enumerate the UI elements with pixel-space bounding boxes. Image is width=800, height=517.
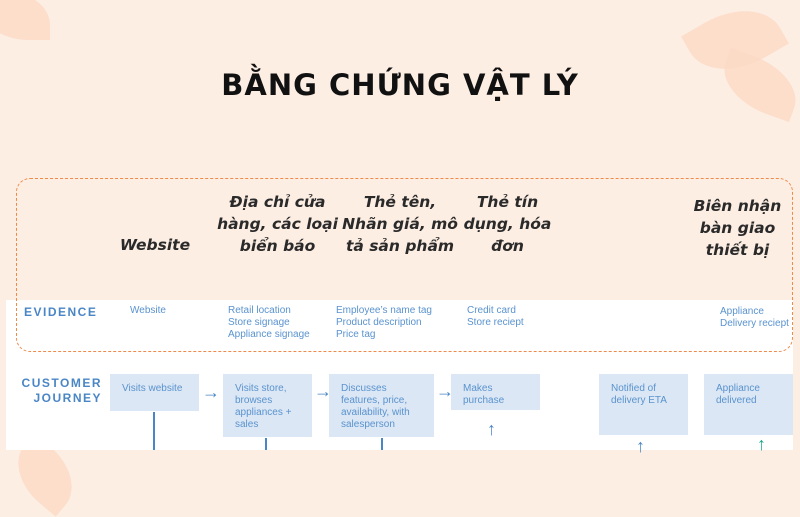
arrow-right-icon: → xyxy=(202,382,220,402)
evidence-text: Store reciept xyxy=(467,317,524,328)
row-label-customer: CUSTOMER xyxy=(21,376,102,390)
evidence-text: Appliance signage xyxy=(228,329,310,340)
evidence-text: Price tag xyxy=(336,329,376,340)
evidence-item: Website xyxy=(130,305,166,317)
page-title: BẰNG CHỨNG VẬT LÝ xyxy=(221,68,579,102)
connector-line xyxy=(265,438,267,450)
connector-line xyxy=(153,412,155,450)
evidence-text: Website xyxy=(130,305,166,316)
evidence-text: Delivery reciept xyxy=(720,318,789,329)
evidence-text: Store signage xyxy=(228,317,290,328)
arrow-up-icon: ↑ xyxy=(636,436,645,456)
arrow-right-icon: → xyxy=(314,381,332,401)
annotation-tags: Thẻ tên, Nhãn giá, mô tả sản phẩm xyxy=(342,193,458,255)
journey-step: Discusses features, price, availability,… xyxy=(329,374,434,437)
evidence-text: Employee’s name tag xyxy=(336,305,432,316)
evidence-text: Product description xyxy=(336,317,422,328)
journey-step: Appliance delivered xyxy=(704,374,793,435)
journey-step: Notified of delivery ETA xyxy=(599,374,688,435)
annotation-website: Website xyxy=(119,236,191,254)
journey-step: Visits website xyxy=(110,374,199,411)
evidence-text: Retail location xyxy=(228,305,291,316)
journey-step: Makes purchase xyxy=(451,374,540,410)
annotation-payment: Thẻ tín dụng, hóa đơn xyxy=(463,193,552,255)
evidence-text: Credit card xyxy=(467,305,516,316)
journey-step: Visits store, browses appliances + sales xyxy=(223,374,312,437)
arrow-up-icon: ↑ xyxy=(487,419,496,439)
arrow-right-icon: → xyxy=(436,381,454,401)
row-label-journey: JOURNEY xyxy=(33,391,102,405)
evidence-highlight-box xyxy=(16,178,793,352)
evidence-text: Appliance xyxy=(720,306,764,317)
annotation-store: Địa chỉ cửa hàng, các loại biển báo xyxy=(217,193,338,255)
leaf-decoration xyxy=(0,0,50,40)
arrow-up-icon: ↑ xyxy=(757,434,766,454)
connector-line xyxy=(381,438,383,450)
journey-map-panel: EVIDENCE CUSTOMER JOURNEY Website Retail… xyxy=(6,300,793,455)
row-label-evidence: EVIDENCE xyxy=(24,305,98,319)
annotation-delivery: Biên nhận bàn giao thiết bị xyxy=(693,197,782,259)
